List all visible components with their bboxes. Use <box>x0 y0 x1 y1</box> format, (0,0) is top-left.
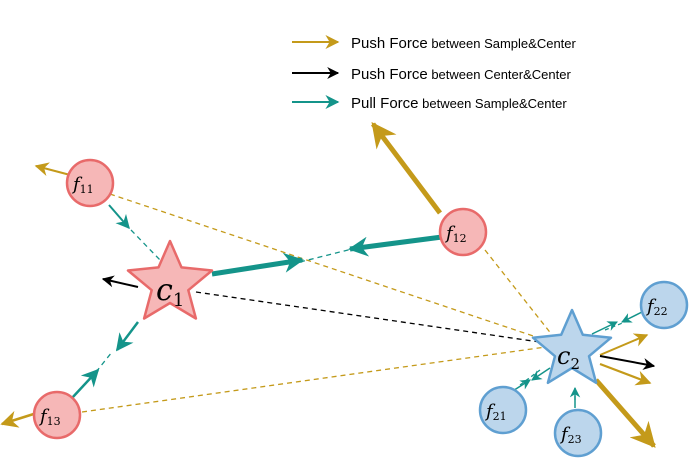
push-arrow-c2 <box>599 355 656 370</box>
sample-f21: f21 <box>478 385 528 435</box>
legend-label-push-center-center: Push Force between Center&Center <box>351 66 571 83</box>
star-c2 <box>531 308 613 385</box>
relation-lines <box>81 193 626 413</box>
dash-f11-c2 <box>109 193 561 346</box>
pull-arrow-c2-to-f21 <box>531 367 551 381</box>
legend-label-push-sample-center: Push Force between Sample&Center <box>351 35 577 52</box>
center-c2: c2 <box>531 308 613 385</box>
dash-f12-c2 <box>484 249 561 346</box>
dash-c1-c2 <box>195 291 561 346</box>
sample-f12: f12 <box>438 207 488 257</box>
center-c1: c1 <box>126 239 214 320</box>
pull-arrow-f13-to-c1 <box>71 368 100 399</box>
pull-arrow-f12-to-c1 <box>348 234 443 257</box>
legend-item-push-center-center: Push Force between Center&Center <box>292 66 571 83</box>
pull-arrow-c1-to-f13-a <box>115 321 139 352</box>
star-c1 <box>126 239 214 320</box>
sample-f22: f22 <box>639 280 689 330</box>
push-center-center-arrows <box>101 275 656 370</box>
label-c2: c2 <box>557 342 580 373</box>
dash-f11-c1 <box>130 229 161 261</box>
sample-f11: f11 <box>65 158 115 208</box>
pull-arrow-c1-to-f12 <box>211 252 304 277</box>
legend: Push Force between Sample&Center Push Fo… <box>292 35 577 112</box>
label-c1: c1 <box>156 273 184 311</box>
pull-arrow-f11-to-c1 <box>108 204 130 230</box>
dash-f13-c1 <box>95 351 113 373</box>
legend-item-pull-sample-center: Pull Force between Sample&Center <box>292 95 567 112</box>
push-arrow-f22 <box>599 362 652 386</box>
pull-arrow-c2-to-f22 <box>591 321 618 335</box>
push-arrow-f21 <box>599 333 649 356</box>
sample-f13: f13 <box>32 390 82 440</box>
dash-f12-c1 <box>299 247 357 263</box>
legend-label-pull-sample-center: Pull Force between Sample&Center <box>351 95 567 112</box>
push-sample-center-arrows <box>0 122 656 448</box>
legend-item-push-sample-center: Push Force between Sample&Center <box>292 35 577 52</box>
push-arrow-c1 <box>101 275 139 288</box>
sample-f23: f23 <box>553 408 603 458</box>
push-arrow-f23 <box>594 378 656 448</box>
push-arrow-f12 <box>371 122 442 215</box>
